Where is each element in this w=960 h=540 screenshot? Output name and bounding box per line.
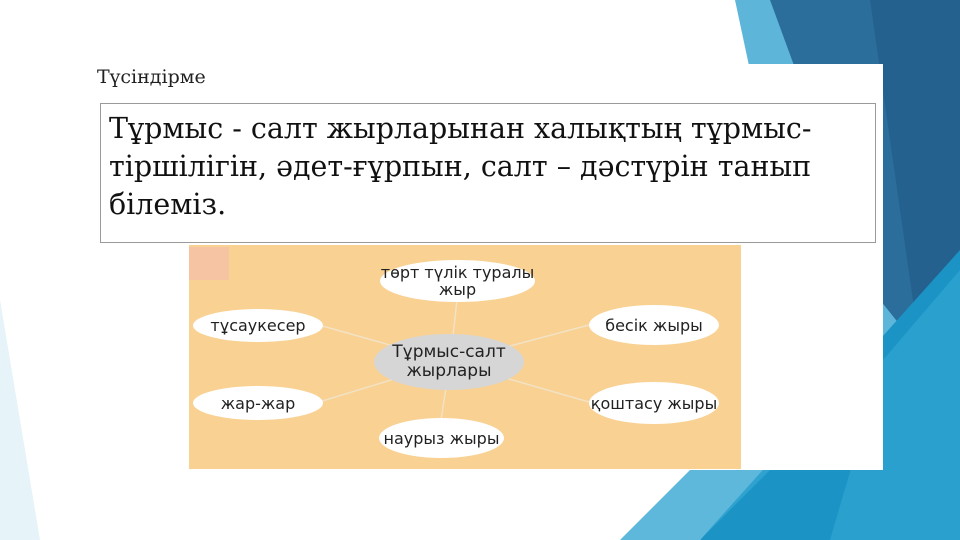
node-koshtasu-zhyry: қоштасу жыры (589, 382, 719, 424)
mind-map-diagram: төрт түлік туралы жыр тұсаукесер бесік ж… (189, 245, 741, 469)
slide-heading: Түсіндірме (97, 66, 206, 88)
node-zhar-zhar: жар-жар (193, 386, 323, 420)
node-tort-tulik: төрт түлік туралы жыр (380, 260, 535, 302)
node-tusaukeser: тұсаукесер (193, 309, 323, 342)
color-swatch (189, 247, 229, 280)
node-center: Тұрмыс-салт жырлары (374, 334, 524, 390)
node-nauryz-zhyry: наурыз жыры (379, 418, 504, 458)
explanation-textbox: Тұрмыс - салт жырларынан халықтың тұрмыс… (100, 103, 876, 243)
node-besik-zhyry: бесік жыры (589, 305, 719, 345)
